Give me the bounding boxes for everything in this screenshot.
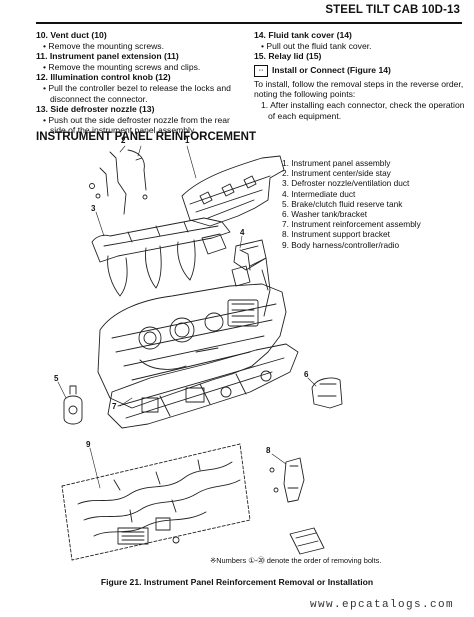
callout-9: 9 xyxy=(86,440,91,449)
part-body-harness-box xyxy=(61,443,251,561)
parts-legend: 1. Instrument panel assembly 2. Instrume… xyxy=(282,158,421,250)
install-point: 1. After installing each connector, chec… xyxy=(261,99,465,121)
legend-item: 1. Instrument panel assembly xyxy=(282,158,391,168)
step-bullet: • Remove the mounting screws. xyxy=(43,40,164,51)
part-defroster-nozzle-duct xyxy=(91,217,231,297)
page-header-title: STEEL TILT CAB 10D-13 xyxy=(325,4,460,16)
part-fluid-reserve-tank xyxy=(63,385,83,425)
part-washer-tank-bracket xyxy=(311,377,343,409)
legend-item: 3. Defroster nozzle/ventilation duct xyxy=(282,178,410,189)
callout-1: 1 xyxy=(185,136,190,145)
callout-3: 3 xyxy=(91,204,96,213)
legend-item: 2. Instrument center/side stay xyxy=(282,168,391,179)
step-title: 10. Vent duct (10) xyxy=(36,30,107,40)
install-heading: Install or Connect (Figure 14) xyxy=(272,65,391,76)
callout-4: 4 xyxy=(240,228,245,237)
install-heading-row: ⇔ Install or Connect (Figure 14) xyxy=(254,64,466,77)
callout-2: 2 xyxy=(121,136,126,145)
part-instrument-reinforcement xyxy=(97,283,287,409)
step-title: 12. Illumination control knob (12) xyxy=(36,72,171,83)
step-illumination-knob: 12. Illumination control knob (12) • Pul… xyxy=(36,72,236,104)
part-support-bracket xyxy=(269,457,305,503)
step-bullet-cont: side of the instrument panel assembly. xyxy=(50,125,197,136)
step-title: 13. Side defroster nozzle (13) xyxy=(36,104,155,115)
callout-5: 5 xyxy=(54,374,59,383)
install-connect-icon: ⇔ xyxy=(254,64,268,77)
legend-item: 9. Body harness/controller/radio xyxy=(282,239,400,250)
legend-item: 7. Instrument reinforcement assembly xyxy=(282,219,421,230)
bolt-order-note: ※Numbers ①-⑳ denote the order of removin… xyxy=(210,556,382,565)
part-right-side-bracket xyxy=(239,249,271,317)
step-fluid-tank-cover: 14. Fluid tank cover (14) • Pull out the… xyxy=(254,30,466,51)
removal-steps-left: 10. Vent duct (10) • Remove the mounting… xyxy=(36,30,236,136)
callout-6: 6 xyxy=(304,370,309,379)
callout-8: 8 xyxy=(266,446,271,455)
header-divider xyxy=(36,22,462,24)
step-bullet: • Pull out the fluid tank cover. xyxy=(261,40,372,51)
step-title: 11. Instrument panel extension (11) xyxy=(36,51,179,62)
step-panel-extension: 11. Instrument panel extension (11) • Re… xyxy=(36,51,236,72)
step-title: 15. Relay lid (15) xyxy=(254,51,322,62)
step-side-defroster: 13. Side defroster nozzle (13) • Push ou… xyxy=(36,104,236,136)
legend-item: 4. Intermediate duct xyxy=(282,188,356,199)
legend-item: 5. Brake/clutch fluid reserve tank xyxy=(282,198,403,209)
install-text: To install, follow the removal steps in … xyxy=(254,78,464,100)
watermark: www.epcatalogs.com xyxy=(309,599,454,611)
part-reinforcement-lower xyxy=(107,343,299,429)
legend-item: 6. Washer tank/bracket xyxy=(282,209,368,220)
step-bullet: • Pull the controller bezel to release t… xyxy=(43,82,231,93)
legend-item: 8. Instrument support bracket xyxy=(282,229,390,240)
section-heading: INSTRUMENT PANEL REINFORCEMENT xyxy=(36,131,256,143)
step-vent-duct: 10. Vent duct (10) • Remove the mounting… xyxy=(36,30,236,51)
step-bullet: • Remove the mounting screws and clips. xyxy=(43,61,201,72)
part-center-side-stay xyxy=(89,149,148,215)
removal-steps-right: 14. Fluid tank cover (14) • Pull out the… xyxy=(254,30,466,121)
step-relay-lid: 15. Relay lid (15) xyxy=(254,51,466,62)
step-bullet-cont: disconnect the connector. xyxy=(50,93,148,104)
part-intermediate-duct xyxy=(231,239,267,287)
figure-caption: Figure 21. Instrument Panel Reinforcemen… xyxy=(100,577,374,587)
part-instrument-panel-assembly xyxy=(181,155,285,227)
callout-7: 7 xyxy=(112,402,117,411)
step-title: 14. Fluid tank cover (14) xyxy=(254,30,352,40)
part-radio-controller xyxy=(289,527,325,555)
step-bullet: • Push out the side defroster nozzle fro… xyxy=(43,114,230,125)
